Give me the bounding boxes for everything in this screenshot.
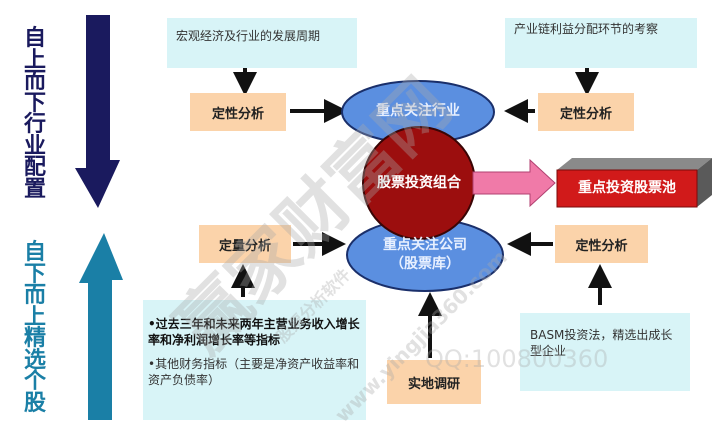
portfolio-label: 股票投资组合 xyxy=(377,175,461,191)
top-down-arrow xyxy=(75,15,120,208)
pink-arrow xyxy=(472,158,556,208)
qual-analysis-right: 定性分析 xyxy=(538,93,634,131)
field-research-box: 实地调研 xyxy=(387,360,481,404)
pool-box-front xyxy=(556,169,698,208)
basm-box: BASM投资法，精选出成长型企业 xyxy=(520,313,690,391)
qual-analysis-bottom-right: 定性分析 xyxy=(555,225,648,263)
bottom-up-arrow xyxy=(79,233,123,420)
bottom-up-label: 自下而上精选个股 xyxy=(23,240,46,416)
focus-company-label: 重点关注公司 （股票库） xyxy=(347,236,503,274)
focus-company-line1: 重点关注公司 xyxy=(383,237,467,253)
macro-source-box: 宏观经济及行业的发展周期 xyxy=(167,18,357,68)
top-down-label: 自上而下行业配置 xyxy=(23,26,46,202)
stock-pool-label: 重点投资股票池 xyxy=(578,180,676,196)
pool-box-side xyxy=(697,158,712,207)
quant-analysis: 定量分析 xyxy=(199,225,291,263)
quant-item-2: •其他财务指标（主要是净资产收益率和资产负债率） xyxy=(148,357,360,387)
chain-source-box: 产业链利益分配环节的考察 xyxy=(505,18,697,68)
focus-company-line2: （股票库） xyxy=(390,256,460,272)
quant-criteria-box: •过去三年和未来两年主营业务收入增长率和净利润增长率等指标 •其他财务指标（主要… xyxy=(143,300,366,420)
pool-box-top xyxy=(557,158,712,170)
focus-industry-label: 重点关注行业 xyxy=(376,103,460,119)
quant-item-1: •过去三年和未来两年主营业务收入增长率和净利润增长率等指标 xyxy=(148,317,360,347)
qual-analysis-left: 定性分析 xyxy=(190,93,286,131)
